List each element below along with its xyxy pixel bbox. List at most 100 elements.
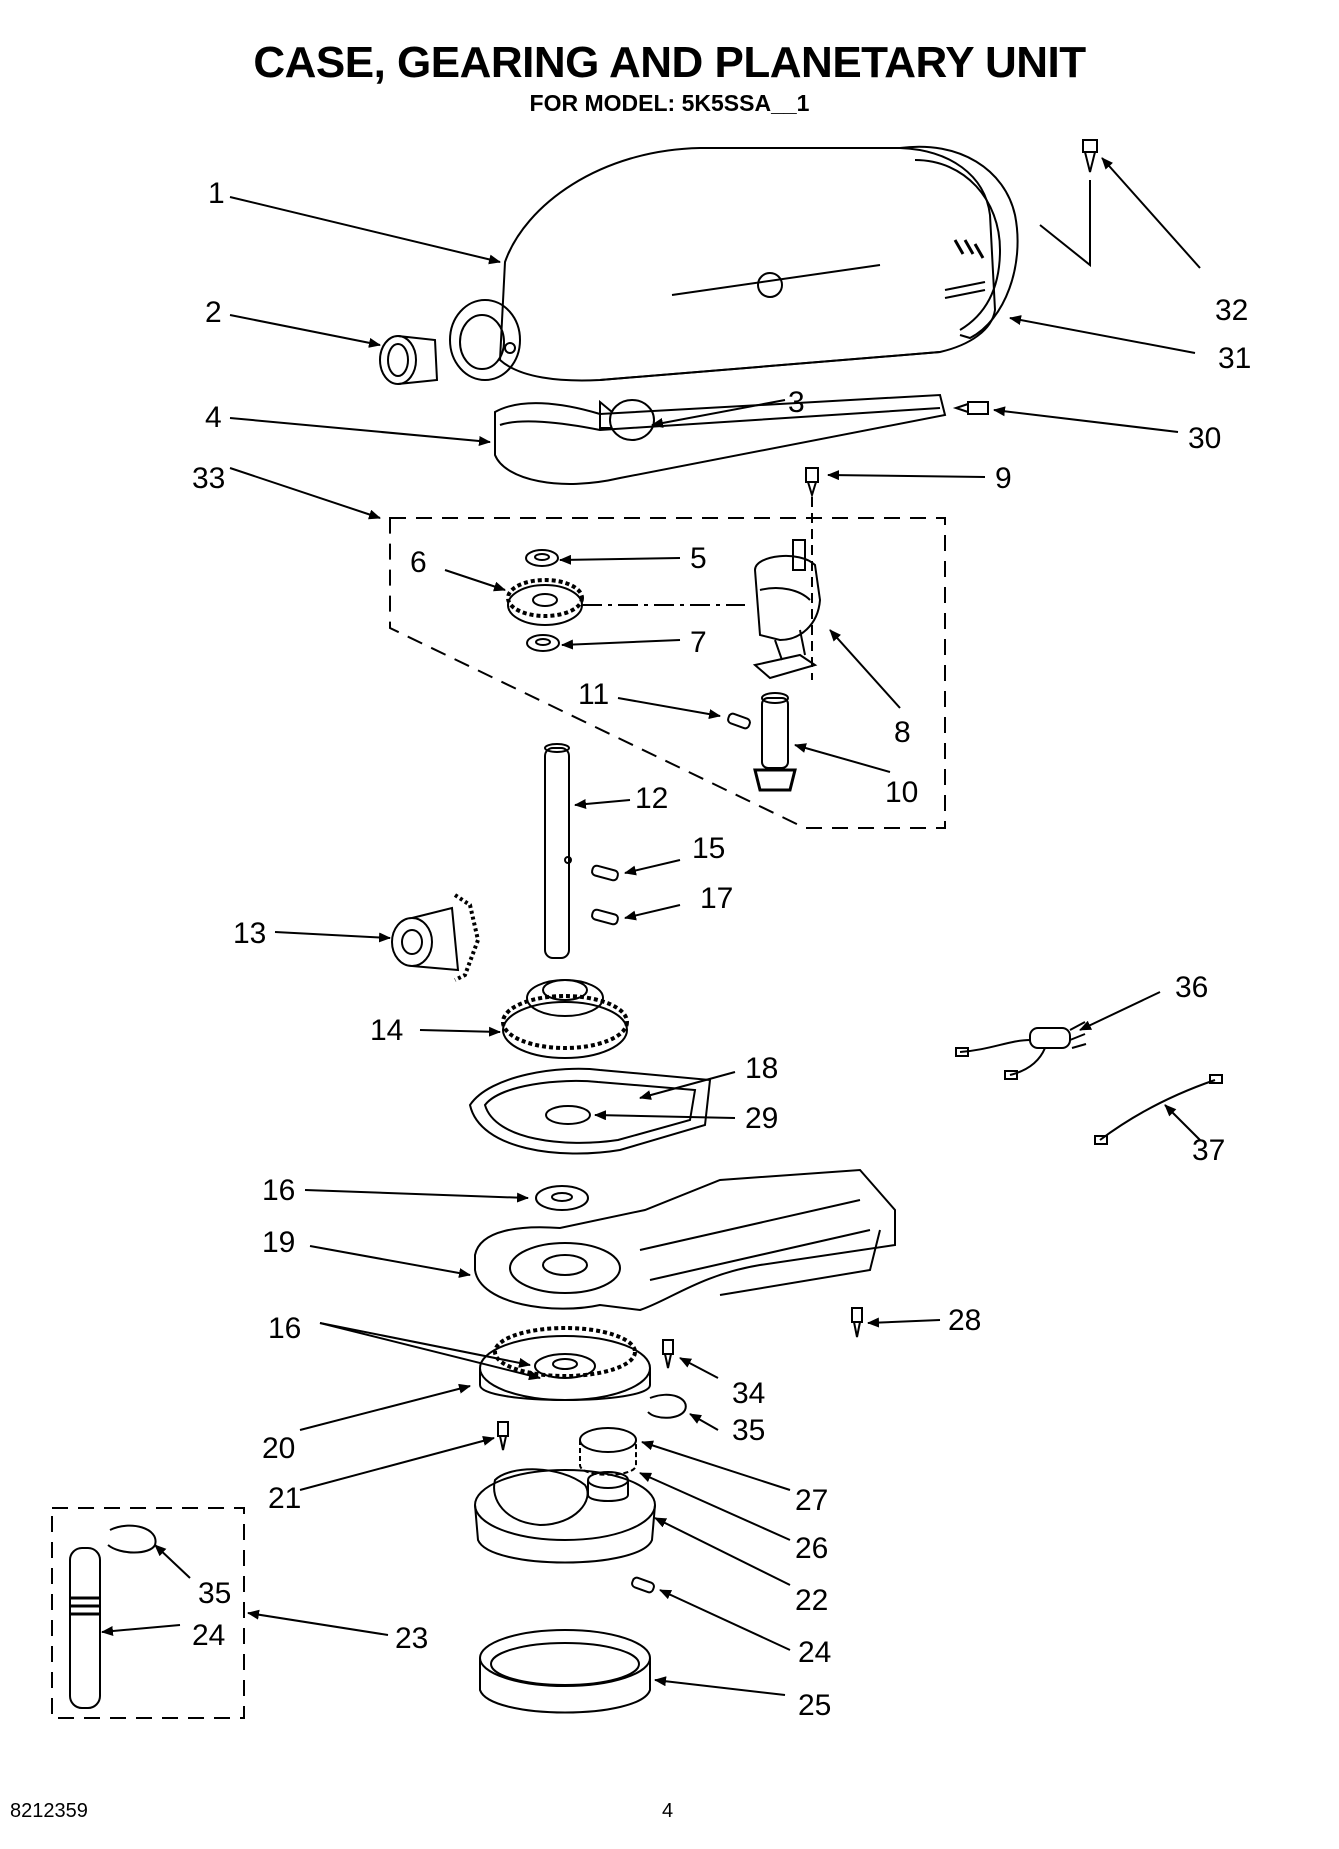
- callout-31: 31: [1218, 342, 1251, 375]
- worm-gear-part: [506, 578, 745, 626]
- ring-gear-part: [479, 1326, 651, 1401]
- callout-34: 34: [732, 1377, 765, 1410]
- callout-37: 37: [1192, 1134, 1225, 1167]
- callout-3: 3: [788, 386, 805, 419]
- callout-35: 35: [732, 1414, 765, 1447]
- screw-part-9: [805, 467, 819, 680]
- callout-16-lower: 16: [268, 1312, 301, 1345]
- cord-terminal-part-36: [955, 1021, 1087, 1080]
- callout-33: 33: [192, 462, 225, 495]
- screw-part-21: [497, 1421, 509, 1451]
- leader-arrow-23: [247, 1609, 389, 1636]
- leader-arrow-30: [993, 406, 1179, 433]
- callout-11: 11: [578, 678, 609, 711]
- pin-part-15: [591, 864, 619, 882]
- callout-10: 10: [885, 776, 918, 809]
- leader-arrow-18: [639, 1071, 736, 1100]
- callout-4: 4: [205, 401, 222, 434]
- hub-plug-part: [379, 335, 439, 385]
- leader-arrow-34: [679, 1357, 719, 1379]
- callout-30: 30: [1188, 422, 1221, 455]
- leader-arrow-25: [654, 1676, 786, 1696]
- callout-16: 16: [262, 1174, 295, 1207]
- callout-14: 14: [370, 1014, 403, 1047]
- model-subtitle: FOR MODEL: 5K5SSA__1: [529, 90, 810, 116]
- leader-arrow-14: [419, 1026, 501, 1037]
- leader-arrow-16a: [304, 1189, 529, 1203]
- hub-knob-part: [599, 399, 655, 441]
- trim-band-part: [494, 393, 947, 485]
- callout-18: 18: [745, 1052, 778, 1085]
- leader-arrow-37: [1164, 1104, 1201, 1141]
- pin-part-17: [591, 908, 619, 926]
- leader-arrow-15: [624, 859, 681, 876]
- gasket-part: [468, 1067, 712, 1155]
- leader-arrow-20: [299, 1383, 471, 1431]
- leader-arrow-6: [444, 569, 506, 592]
- washer-part-5: [525, 549, 559, 567]
- leader-arrow-7: [561, 639, 681, 650]
- planetary-part: [474, 1468, 656, 1564]
- group-33-boundary: [389, 517, 946, 829]
- screw-part-34: [662, 1339, 674, 1369]
- leader-arrow-29: [594, 1110, 736, 1121]
- bevel-gear-part: [501, 979, 629, 1059]
- leader-arrow-3: [651, 399, 786, 428]
- callout-8: 8: [894, 716, 911, 749]
- callout-12: 12: [635, 782, 668, 815]
- callout-26: 26: [795, 1532, 828, 1565]
- gear-bracket-part: [752, 539, 822, 680]
- leader-arrow-16b: [319, 1322, 531, 1368]
- page-title: CASE, GEARING AND PLANETARY UNIT: [253, 38, 1086, 87]
- callout-24-group: 24: [192, 1619, 225, 1652]
- leader-arrow-28: [867, 1317, 941, 1328]
- callout-29: 29: [745, 1102, 778, 1135]
- callout-6: 6: [410, 546, 427, 579]
- leader-arrow-9: [827, 470, 986, 481]
- leader-arrow-35a: [689, 1413, 719, 1431]
- leader-arrow-32: [1101, 157, 1201, 269]
- leader-arrow-24b: [659, 1589, 791, 1651]
- washer-part-7: [526, 634, 560, 652]
- leader-arrow-33: [229, 467, 381, 520]
- leader-arrow-2: [229, 314, 381, 348]
- screw-part-32: [1039, 139, 1098, 268]
- callout-36: 36: [1175, 971, 1208, 1004]
- callout-32: 32: [1215, 294, 1248, 327]
- leader-arrow-31: [1009, 315, 1196, 354]
- wire-part-37: [1094, 1074, 1223, 1145]
- leader-arrow-1: [229, 196, 501, 265]
- callout-21: 21: [268, 1482, 301, 1515]
- bevel-pinion-part: [391, 893, 481, 982]
- callout-28: 28: [948, 1304, 981, 1337]
- leader-arrow-10: [794, 743, 891, 773]
- leader-arrow-19: [309, 1245, 471, 1278]
- retaining-ring-part-35: [647, 1393, 687, 1419]
- callout-2: 2: [205, 296, 222, 329]
- callout-7: 7: [690, 626, 707, 659]
- leader-arrow-8: [829, 629, 901, 709]
- callout-23: 23: [395, 1622, 428, 1655]
- callout-15: 15: [692, 832, 725, 865]
- leader-arrow-35b: [154, 1544, 191, 1579]
- callout-1: 1: [208, 177, 225, 210]
- pin-part-24: [631, 1576, 655, 1594]
- callout-17: 17: [700, 882, 733, 915]
- planetary-pinion-part: [579, 1427, 637, 1502]
- callout-22: 22: [795, 1584, 828, 1617]
- leader-arrow-12: [574, 799, 631, 809]
- page-number: 4: [662, 1800, 674, 1822]
- gear-case-part: [474, 1168, 896, 1312]
- callout-9: 9: [995, 462, 1012, 495]
- worm-shaft-part: [753, 692, 797, 792]
- callout-35-group: 35: [198, 1577, 231, 1610]
- leader-arrow-13: [274, 931, 391, 943]
- leader-arrow-22: [654, 1517, 791, 1586]
- vertical-shaft-part: [544, 743, 572, 959]
- callout-19: 19: [262, 1226, 295, 1259]
- leader-arrow-11: [617, 697, 721, 720]
- leader-arrow-27: [641, 1440, 791, 1491]
- washer-part-16: [535, 1185, 589, 1211]
